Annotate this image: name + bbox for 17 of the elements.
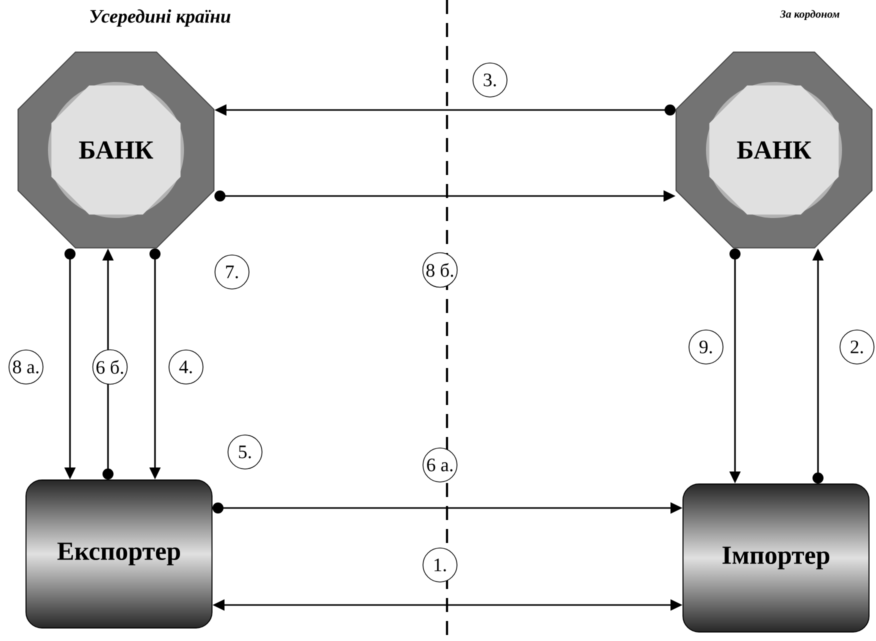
edge-label: 6 б. (92, 349, 128, 385)
bank-octagon: БАНК (676, 52, 872, 248)
edge-label: 3. (472, 62, 508, 98)
edge-label: 9. (688, 330, 724, 364)
edge-label: 8 а. (8, 350, 44, 384)
bank-octagon: БАНК (18, 52, 214, 248)
edge-label: 1. (422, 548, 458, 582)
edge-label: 4. (168, 350, 204, 384)
step-number: 5. (228, 434, 262, 470)
party-box: Експортер (26, 480, 212, 628)
region-title: Усередині країни (90, 9, 230, 27)
party-box: Імпортер (682, 484, 870, 632)
edge-label: 2. (840, 330, 874, 364)
edge-label: 8 б. (422, 252, 458, 288)
step-number: 7. (214, 254, 250, 290)
edge-label: 6 а. (422, 448, 458, 482)
region-title: За кордоном (780, 10, 840, 20)
